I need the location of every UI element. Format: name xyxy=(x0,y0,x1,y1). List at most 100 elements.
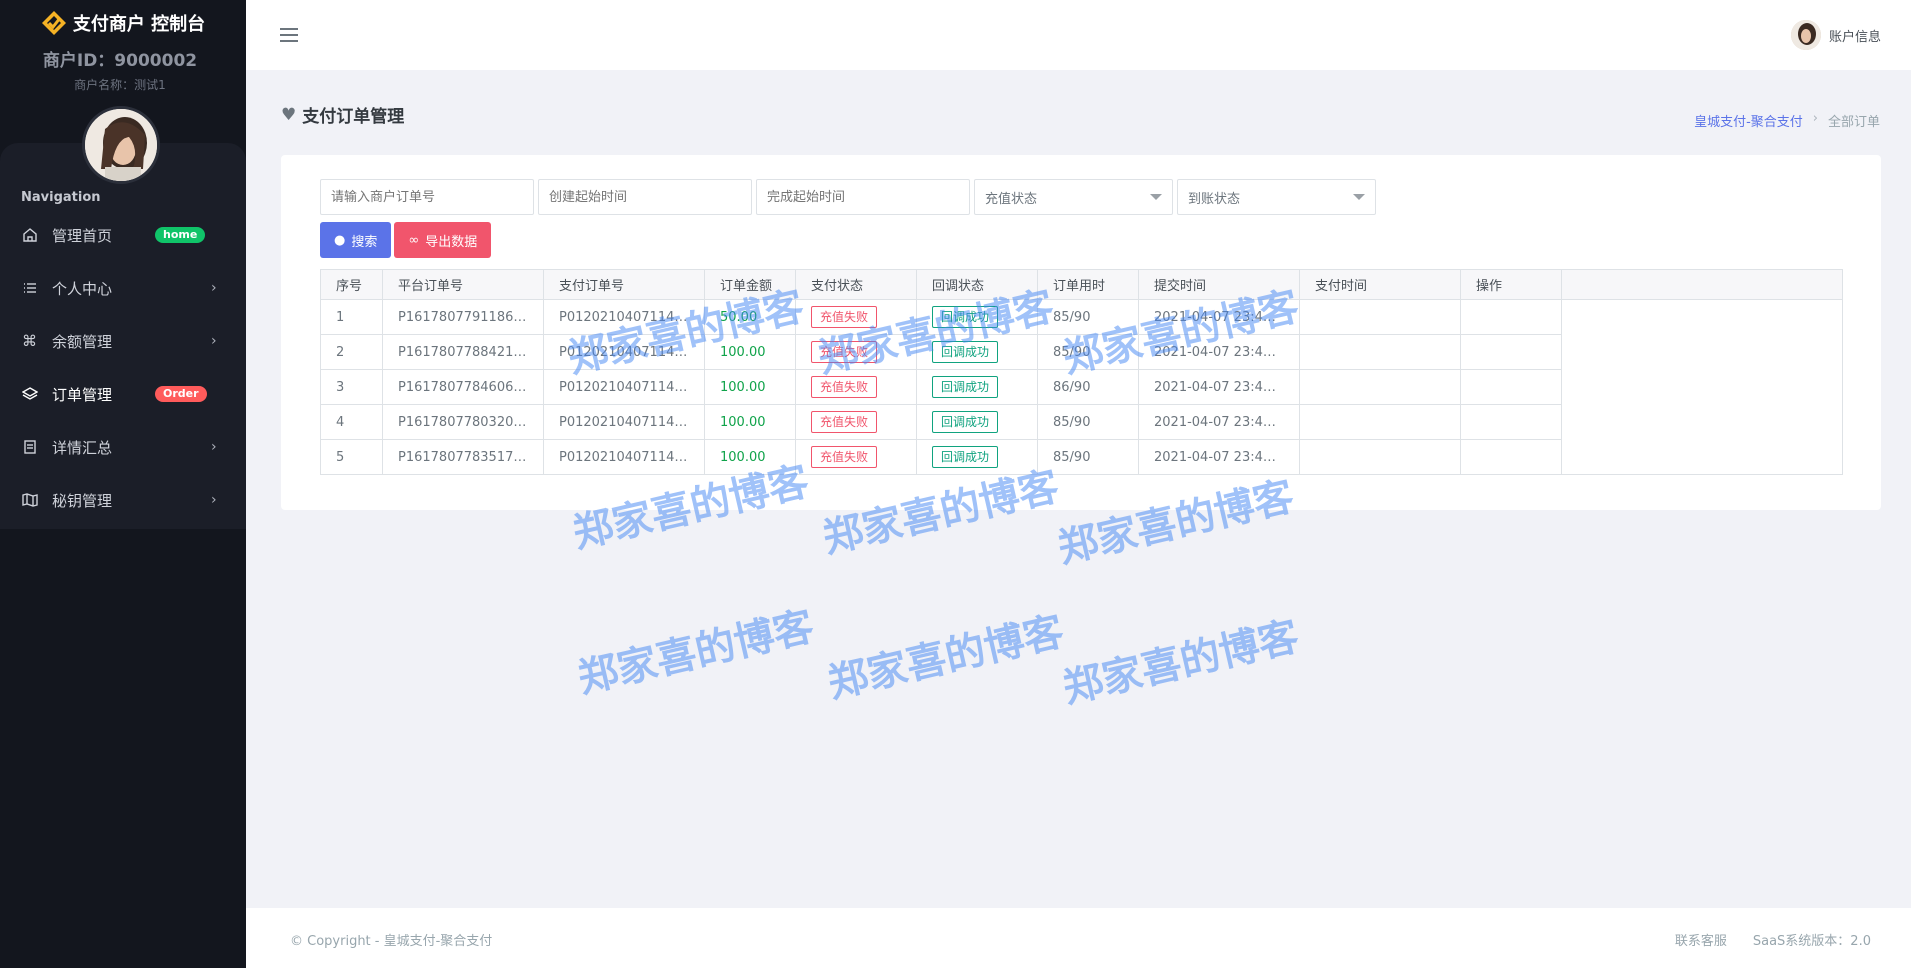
cell-action[interactable] xyxy=(1460,334,1562,370)
cell-filler xyxy=(1561,439,1843,475)
orders-table: 序号 平台订单号 支付订单号 订单金额 支付状态 回调状态 订单用时 提交时间 … xyxy=(320,269,1843,475)
cell-callback-status: 回调成功 xyxy=(916,334,1038,370)
status-badge: 回调成功 xyxy=(932,306,999,328)
avatar-image xyxy=(85,109,157,181)
orders-card: 充值状态 到账状态 ● 搜索 ∞ 导出数据 序号 平台订单号 支付订单号 xyxy=(281,155,1881,510)
chevron-right-icon: › xyxy=(211,333,217,349)
recharge-status-value: 充值状态 xyxy=(985,191,1038,207)
search-button-label: 搜索 xyxy=(351,234,378,250)
breadcrumb-link[interactable]: 皇城支付-聚合支付 xyxy=(1694,115,1803,130)
cell-no: 5 xyxy=(320,439,383,475)
sidebar-item-orders[interactable]: 订单管理 Order xyxy=(0,374,246,414)
chevron-down-icon xyxy=(1353,194,1365,200)
support-link[interactable]: 联系客服 xyxy=(1674,934,1727,949)
completed-time-input[interactable] xyxy=(756,179,970,215)
cell-action[interactable] xyxy=(1460,299,1562,335)
column-header: 支付状态 xyxy=(795,269,917,300)
sidebar-item-keys[interactable]: 秘钥管理 › xyxy=(0,480,246,520)
sidebar: 支付商户 控制台 商户ID：9000002 商户名称：测试1 Navigatio… xyxy=(0,0,246,968)
recharge-status-select[interactable]: 充值状态 xyxy=(974,179,1173,215)
menu-toggle-icon[interactable] xyxy=(280,28,298,42)
sidebar-item-label: 管理首页 xyxy=(52,226,113,245)
cell-pay-no: P012021040711463… xyxy=(543,439,705,475)
status-badge: 回调成功 xyxy=(932,376,999,398)
layers-icon xyxy=(22,387,38,400)
account-label: 账户信息 xyxy=(1828,29,1881,45)
avatar[interactable] xyxy=(82,106,160,184)
cell-pay-no: P012021040711463… xyxy=(543,404,705,440)
cell-action[interactable] xyxy=(1460,439,1562,475)
status-badge: 充值失败 xyxy=(811,411,878,433)
order-no-input[interactable] xyxy=(320,179,534,215)
column-header: 支付订单号 xyxy=(543,269,705,300)
cell-pay-status: 充值失败 xyxy=(795,299,917,335)
copyright: © Copyright - 皇城支付-聚合支付 xyxy=(290,934,493,949)
cell-elapsed: 85/90 xyxy=(1037,404,1139,440)
column-header: 平台订单号 xyxy=(382,269,544,300)
cell-paid xyxy=(1299,439,1461,475)
arrival-status-select[interactable]: 到账状态 xyxy=(1177,179,1376,215)
search-button[interactable]: ● 搜索 xyxy=(320,222,392,258)
cell-elapsed: 85/90 xyxy=(1037,299,1139,335)
sidebar-item-label: 余额管理 xyxy=(52,332,113,351)
table-row[interactable]: 3 P1617807784606609 P012021040711470… 10… xyxy=(320,369,1843,405)
status-badge: 回调成功 xyxy=(932,341,999,363)
cell-pay-status: 充值失败 xyxy=(795,334,917,370)
home-icon xyxy=(23,228,37,242)
sidebar-item-label: 秘钥管理 xyxy=(52,491,113,510)
cell-paid xyxy=(1299,299,1461,335)
breadcrumb: 皇城支付-聚合支付 › 全部订单 xyxy=(1694,111,1880,130)
column-header: 支付时间 xyxy=(1299,269,1461,300)
table-row[interactable]: 5 P1617807783517892 P012021040711463… 10… xyxy=(320,439,1843,475)
cell-submitted: 2021-04-07 23:48:10 xyxy=(1138,299,1300,335)
nav-panel xyxy=(0,143,246,529)
table-row[interactable]: 4 P1617807780320512 P012021040711463… 10… xyxy=(320,404,1843,440)
cell-paid xyxy=(1299,404,1461,440)
watermark: 郑家喜的博客 xyxy=(823,608,1068,708)
status-badge: 充值失败 xyxy=(811,446,878,468)
export-button-label: 导出数据 xyxy=(425,234,478,250)
sidebar-item-profile[interactable]: 个人中心 › xyxy=(0,268,246,308)
chevron-right-icon: › xyxy=(211,439,217,455)
breadcrumb-current: 全部订单 xyxy=(1827,115,1880,130)
status-badge: 充值失败 xyxy=(811,376,878,398)
cell-platform-no: P1617807788421137 xyxy=(382,334,544,370)
status-badge: 回调成功 xyxy=(932,446,999,468)
created-time-input[interactable] xyxy=(538,179,752,215)
cell-pay-no: P012021040711474… xyxy=(543,334,705,370)
cell-callback-status: 回调成功 xyxy=(916,439,1038,475)
sidebar-item-balance[interactable]: ⌘ 余额管理 › xyxy=(0,321,246,361)
table-row[interactable]: 1 P1617807791186140 P012021040711481… 50… xyxy=(320,299,1843,335)
cell-action[interactable] xyxy=(1460,404,1562,440)
sidebar-item-details[interactable]: 详情汇总 › xyxy=(0,427,246,467)
cell-paid xyxy=(1299,369,1461,405)
brand[interactable]: 支付商户 控制台 xyxy=(0,8,246,38)
link-icon: ∞ xyxy=(408,232,420,248)
sidebar-item-dashboard[interactable]: 管理首页 home xyxy=(0,215,246,255)
cell-callback-status: 回调成功 xyxy=(916,404,1038,440)
cell-amount: 100.00 xyxy=(704,404,796,440)
cell-no: 4 xyxy=(320,404,383,440)
version-text: SaaS系统版本：2.0 xyxy=(1752,934,1871,949)
cell-no: 3 xyxy=(320,369,383,405)
chevron-right-icon: › xyxy=(211,280,217,296)
export-button[interactable]: ∞ 导出数据 xyxy=(394,222,492,258)
footer-links: 联系客服 SaaS系统版本：2.0 xyxy=(1675,930,1871,949)
column-header: 操作 xyxy=(1460,269,1562,300)
map-icon xyxy=(22,493,38,507)
sidebar-item-label: 订单管理 xyxy=(52,385,113,404)
cell-submitted: 2021-04-07 23:47:06 xyxy=(1138,369,1300,405)
cell-pay-status: 充值失败 xyxy=(795,404,917,440)
cell-callback-status: 回调成功 xyxy=(916,369,1038,405)
heart-icon: ♥ xyxy=(281,104,297,125)
cell-submitted: 2021-04-07 23:46:35 xyxy=(1138,439,1300,475)
cell-elapsed: 86/90 xyxy=(1037,369,1139,405)
column-header: 提交时间 xyxy=(1138,269,1300,300)
cell-pay-status: 充值失败 xyxy=(795,439,917,475)
cell-action[interactable] xyxy=(1460,369,1562,405)
account-menu[interactable]: 账户信息 xyxy=(1790,20,1881,50)
table-row[interactable]: 2 P1617807788421137 P012021040711474… 10… xyxy=(320,334,1843,370)
status-badge: 回调成功 xyxy=(932,411,999,433)
cell-pay-no: P012021040711481… xyxy=(543,299,705,335)
sidebar-item-label: 详情汇总 xyxy=(52,438,113,457)
